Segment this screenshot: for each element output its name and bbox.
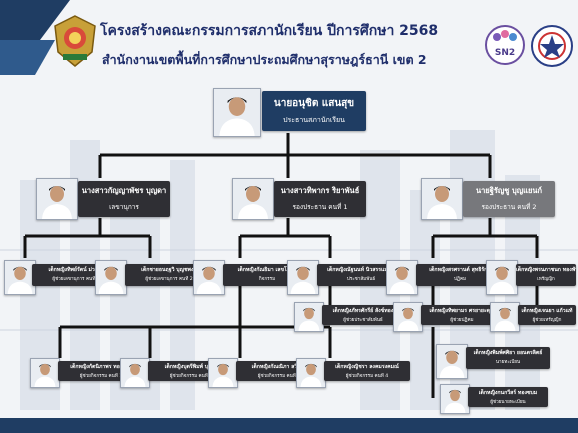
photo-vice-2 xyxy=(421,178,463,220)
member-photo xyxy=(490,302,520,332)
member-photo xyxy=(486,260,518,295)
member-box: เด็กหญิงสรศรานต์ สุทธิรักษ์ปฏิคม xyxy=(416,264,504,286)
member-role: ผู้ช่วยกิจกรรม คนที่ 3 xyxy=(257,374,301,379)
svg-text:SN2: SN2 xyxy=(495,48,515,58)
member-photo xyxy=(386,260,418,295)
member-role: ผู้ช่วยเหรัญญิก xyxy=(532,318,562,323)
member-role: ผู้ช่วยประชาสัมพันธ์ xyxy=(343,318,383,323)
member-name: เด็กหญิงทิพย์รัตน์ ม่วงพรี xyxy=(48,267,104,273)
member-name: เด็กหญิงเจนยา แก้วแท้ xyxy=(521,308,573,314)
member-photo xyxy=(193,260,225,295)
member-photo xyxy=(296,358,326,388)
member-name: เด็กหญิงพรนภาชนก ทองพันธ์ xyxy=(516,267,576,273)
member-photo xyxy=(436,344,468,379)
member-role: ปฏิคม xyxy=(453,277,467,282)
secretary-role: เลขานุการ xyxy=(109,203,139,211)
member-photo xyxy=(393,302,423,332)
member-box: เด็กหญิงณัฐนนท์ นิวสรรแมนน์ประชาสัมพันธ์ xyxy=(317,264,405,286)
secretary-box: นางสาวกัญญาพัชร บุญดา เลขานุการ xyxy=(78,181,170,217)
member-role: กิจกรรม xyxy=(258,277,276,282)
member-box: เด็กหญิงกนกวีสร์ ทองซบมผู้ช่วยนายทะเบียน xyxy=(468,387,548,407)
vice-1-box: นางสาวทิพากร ริยาพันธ์ รองประธาน คนที่ 1 xyxy=(274,181,366,217)
member-name: เด็กหญิงพิมพ์ศศิยา ยอนตรลิตย์ xyxy=(473,350,543,356)
member-name: เด็กหญิงทิพยามร ศรยายะดุญ xyxy=(429,308,495,314)
member-name: เด็กหญิงณัฐนนท์ นิวสรรแมนน์ xyxy=(327,267,395,273)
member-photo xyxy=(440,384,470,414)
member-role: เหรัญญิก xyxy=(537,277,555,282)
member-photo xyxy=(95,260,127,295)
member-name: เด็กหญิงกัณธิมา เลขโรบน์ xyxy=(237,267,297,273)
org-connectors xyxy=(23,133,539,398)
photo-vice-1 xyxy=(232,178,274,220)
member-box: เด็กหญิงพิมพ์ศศิยา ยอนตรลิตย์นายทะเบียน xyxy=(466,347,550,369)
member-role: ผู้ช่วยนายทะเบียน xyxy=(490,400,526,405)
member-box: เด็กหญิงเจนยา แก้วแท้ผู้ช่วยเหรัญญิก xyxy=(518,305,576,325)
member-photo xyxy=(287,260,319,295)
secretary-name: นางสาวกัญญาพัชร บุญดา xyxy=(81,186,167,195)
member-box: เด็กหญิงญิชรา ลงคมรงคมณ์ผู้ช่วยกิจกรรม ค… xyxy=(324,361,410,381)
president-box: นายอนุชิต แสนสุข ประธานสภานักเรียน xyxy=(262,91,366,131)
member-name: เด็กหญิงกนกวีสร์ ทองซบม xyxy=(478,390,538,396)
member-role: ผู้ช่วยปฏิคม xyxy=(450,318,474,323)
member-name: เด็กหญิงญิชรา ลงคมรงคมณ์ xyxy=(335,364,399,370)
president-role: ประธานสภานักเรียน xyxy=(283,116,345,124)
member-photo xyxy=(208,358,238,388)
member-name: เด็กหญิงกัตนิภาพร ทองบงซี xyxy=(70,364,132,370)
page-subtitle: สำนักงานเขตพื้นที่การศึกษาประถมศึกษาสุรา… xyxy=(102,52,427,67)
member-box: เด็กหญิงทิพยามร ศรยายะดุญผู้ช่วยปฏิคม xyxy=(421,305,503,325)
header-accent-bar xyxy=(0,0,70,40)
president-name: นายอนุชิต แสนสุข xyxy=(273,98,355,109)
member-photo xyxy=(294,302,324,332)
member-name: เด็กหญิงสรศรานต์ สุทธิรักษ์ xyxy=(429,267,491,273)
member-photo xyxy=(120,358,150,388)
school-emblem-logo xyxy=(52,14,98,68)
member-box: เด็กหญิงพรนภาชนก ทองพันธ์เหรัญญิก xyxy=(516,264,576,286)
vice-1-role: รองประธาน คนที่ 1 xyxy=(292,203,348,211)
member-role: ประชาสัมพันธ์ xyxy=(346,277,376,282)
member-role: ผู้ช่วยกิจกรรม คนที่ 2 xyxy=(169,374,213,379)
member-name: เด็กหญิงภัทรศักรีย์ สังข์ทอง xyxy=(332,308,394,314)
member-role: ผู้ช่วยเลขานุการ คนที่ 1 xyxy=(52,277,100,282)
vice-2-box: นายฐิรัญชู บุญแยนก์ รองประธาน คนที่ 2 xyxy=(463,181,555,217)
vice-1-name: นางสาวทิพากร ริยาพันธ์ xyxy=(280,186,360,195)
member-role: ผู้ช่วยกิจกรรม คนที่ 4 xyxy=(345,374,389,379)
vice-2-name: นายฐิรัญชู บุญแยนก์ xyxy=(475,186,543,195)
page-title: โครงสร้างคณะกรรมการสภานักเรียน ปีการศึกษ… xyxy=(100,23,439,39)
member-box: เด็กชายธนฤฐวิ บุญชพงษ์ผู้ช่วยเลขานุการ ค… xyxy=(125,264,213,286)
footer-bar xyxy=(0,418,578,433)
member-photo xyxy=(30,358,60,388)
photo-secretary xyxy=(36,178,78,220)
photo-president xyxy=(213,88,261,137)
member-name: เด็กหญิงกัณณิภา ลวีตริย์ xyxy=(251,364,307,370)
member-role: ผู้ช่วยกิจกรรม คนที่ 1 xyxy=(79,374,123,379)
sn2-logo: SN2 xyxy=(484,24,526,66)
member-name: เด็กหญิงบุตรีพิมพ์ บุญเอ xyxy=(164,364,218,370)
member-photo xyxy=(4,260,36,295)
vice-2-role: รองประธาน คนที่ 2 xyxy=(481,203,537,211)
member-name: เด็กชายธนฤฐวิ บุญชพงษ์ xyxy=(141,267,197,273)
member-box: เด็กหญิงภัทรศักรีย์ สังข์ทองผู้ช่วยประชา… xyxy=(322,305,404,325)
member-role: ผู้ช่วยเลขานุการ คนที่ 2 xyxy=(145,277,193,282)
member-role: นายทะเบียน xyxy=(495,360,521,365)
office-seal-logo xyxy=(530,24,574,68)
